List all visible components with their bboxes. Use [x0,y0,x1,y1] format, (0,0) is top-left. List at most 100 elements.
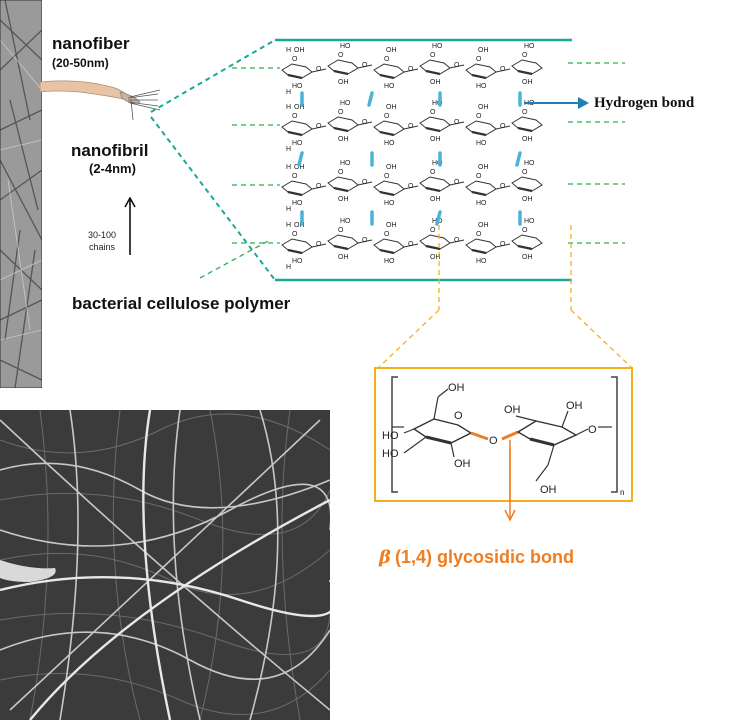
hydroxyl-bottom: OH [522,254,533,261]
hydrogen-bond-mark [515,151,522,167]
ring-oxygen: O [430,52,436,59]
hydroxyl-top: OH [294,164,305,171]
hydroxyl-bottom: OH [522,136,533,143]
hydroxyl-bottom: OH [522,196,533,203]
link-oxygen: O [316,183,322,190]
hydrogen-bond-arrowhead [578,97,589,109]
ring-bold-edge [517,69,533,76]
ring-bold-edge [333,244,349,251]
link-oxygen: O [316,241,322,248]
yellow-zoom-right-diag [570,309,633,369]
hydroxyl-bottom: HO [384,83,395,90]
tem-micrograph [0,0,42,388]
ring-oxygen: O [430,227,436,234]
hydrogen-left-top: H [286,164,291,171]
chains-label: 30-100 chains [88,230,117,252]
hydroxyl-bottom: HO [384,140,395,147]
zoom-line-bottom [150,116,276,281]
oh-top-right: OH [566,400,583,412]
hydroxyl-bottom: HO [292,200,303,207]
ring-oxygen: O [338,109,344,116]
glycosidic-link [495,185,511,190]
ring-oxygen: O [522,52,528,59]
ring-oxygen: O [476,231,482,238]
glycosidic-link [311,68,327,73]
polymer-guide-line [199,239,271,279]
ring-oxygen: O [476,56,482,63]
ring-bold-edge [333,186,349,193]
ring-oxygen: O [384,113,390,120]
ring-bold-edge [333,69,349,76]
glycosidic-bond-label: β(1,4) glycosidic bond [379,547,574,568]
hydroxyl-top: OH [294,222,305,229]
chains-arrow [124,197,136,255]
hydroxyl-bottom: HO [476,140,487,147]
ring-o-right: O [588,424,597,436]
hydroxyl-bottom: HO [476,200,487,207]
hydroxyl-bottom: OH [522,79,533,86]
glycosidic-link [495,243,511,248]
link-oxygen: O [362,179,368,186]
ring-bold-edge [379,130,395,137]
hydroxyl-top: HO [340,160,351,167]
hydroxyl-bottom: OH [338,254,349,261]
ring-bold-edge [471,190,487,197]
hydroxyl-top: HO [340,218,351,225]
ho-left: HO [382,430,399,442]
hydroxyl-top: OH [386,222,397,229]
glycosidic-link [357,239,373,244]
nanofibril-size-label: (2-4nm) [89,161,136,176]
glycosidic-link [403,68,419,73]
link-oxygen: O [454,119,460,126]
hydrogen-bond-mark [435,210,442,226]
hydrogen-left-top: H [286,47,291,54]
glycosidic-link [495,125,511,130]
ring-oxygen: O [292,113,298,120]
link-oxygen: O [500,241,506,248]
hydroxyl-top: OH [478,164,489,171]
hydrogen-left-bottom: H [286,264,291,271]
hydroxyl-top: HO [432,100,443,107]
link-oxygen: O [362,62,368,69]
ring-bold-edge [471,73,487,80]
glycosidic-link [311,243,327,248]
glycosidic-bond-text: (1,4) glycosidic bond [394,547,574,567]
nanofiber-illustration [40,80,161,121]
ring-oxygen: O [430,109,436,116]
hydroxyl-bottom: HO [384,200,395,207]
oh-bottom-left: OH [454,458,471,470]
oh-bottom-right: OH [540,484,557,496]
polymer-label: bacterial cellulose polymer [72,294,291,313]
subscript-n: n [620,488,624,497]
hydroxyl-top: OH [386,164,397,171]
hydroxyl-top: HO [524,43,535,50]
glycosidic-link [403,243,419,248]
link-oxygen: O [362,119,368,126]
glycosidic-arrow [504,440,516,522]
link-oxygen: O [408,241,414,248]
hydroxyl-bottom: OH [430,254,441,261]
beta-symbol: β [379,547,391,568]
ring-bold-edge [379,73,395,80]
glycosidic-link [357,121,373,126]
glycosidic-o: O [489,435,498,447]
link-oxygen: O [500,66,506,73]
glycosidic-link [449,64,465,69]
hydrogen-bond-mark [297,151,304,167]
link-oxygen: O [408,123,414,130]
oh-top-left: OH [448,382,465,394]
ring-oxygen: O [384,56,390,63]
link-oxygen: O [316,123,322,130]
ring-oxygen: O [522,227,528,234]
link-oxygen: O [500,183,506,190]
nanofiber-label: nanofiber [52,34,130,53]
hydroxyl-top: OH [386,104,397,111]
ring-bold-edge [425,244,441,251]
hydroxyl-top: OH [386,47,397,54]
ring-bold-edge [379,190,395,197]
link-oxygen: O [362,237,368,244]
hydroxyl-bottom: HO [384,258,395,265]
hydrogen-left-top: H [286,222,291,229]
hydroxyl-top: HO [432,43,443,50]
